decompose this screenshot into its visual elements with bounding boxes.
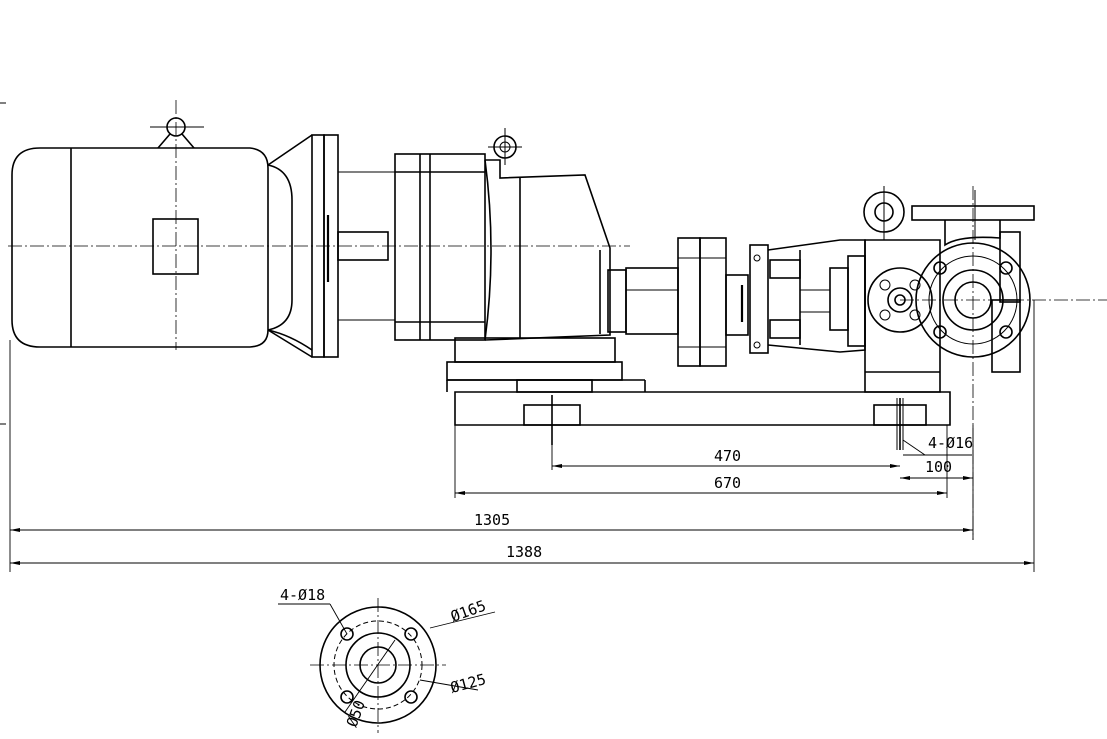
motor-adapter	[267, 134, 395, 358]
shaft-coupling	[625, 237, 749, 367]
dim-1305: 1305	[474, 511, 510, 529]
dim-base-holes: 4-Ø16	[928, 434, 973, 452]
dim-outer-diameter: Ø165	[448, 596, 488, 625]
pump-body	[863, 186, 1035, 540]
dim-470: 470	[714, 447, 741, 465]
dim-100: 100	[925, 458, 952, 476]
dim-1388: 1388	[506, 543, 542, 561]
bearing-bracket	[749, 239, 866, 354]
dimension-lines	[9, 300, 1035, 572]
motor	[11, 100, 313, 351]
dim-pitch-diameter: Ø125	[448, 670, 488, 697]
base-plate	[454, 391, 951, 450]
dim-flange-holes: 4-Ø18	[280, 586, 325, 604]
gearbox	[394, 128, 646, 393]
dim-670: 670	[714, 474, 741, 492]
flange-detail-view	[278, 598, 496, 733]
motor-terminal-box	[152, 218, 199, 275]
coupling-shaft	[337, 231, 389, 261]
